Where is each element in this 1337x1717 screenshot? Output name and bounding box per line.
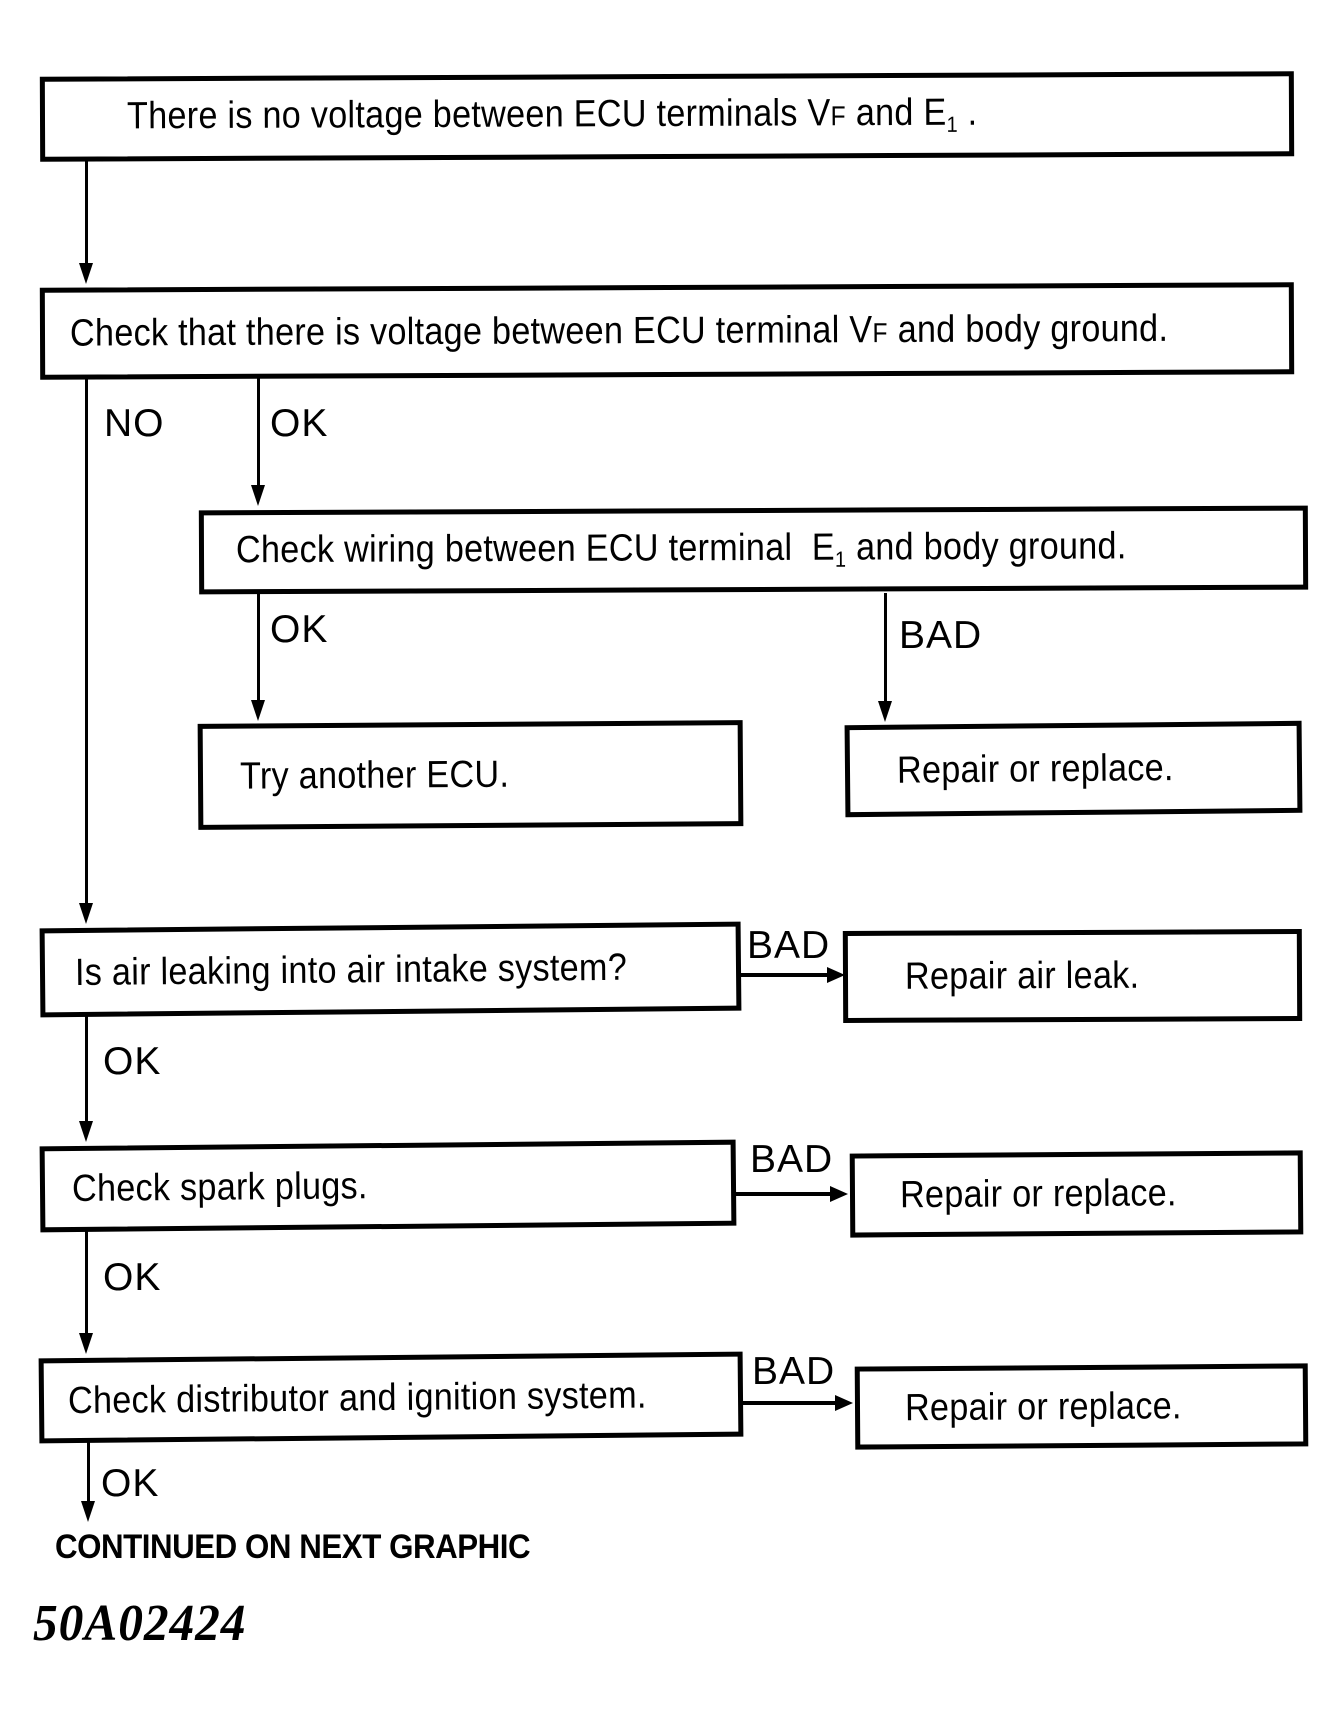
flow-box-repair-or-replace-2-text: Repair or replace. xyxy=(899,1172,1177,1217)
connector-ok-to-continuation xyxy=(87,1440,90,1503)
flow-box-check-voltage-body-ground: Check that there is voltage between ECU … xyxy=(39,282,1295,380)
arrowhead-bad-to-repair-1 xyxy=(878,701,892,722)
connector-ok-to-wiring xyxy=(257,377,260,485)
arrowhead-bad-spark-plugs xyxy=(830,1186,848,1202)
arrowhead-ok-to-continuation xyxy=(81,1501,95,1522)
connector-bad-air-leak xyxy=(741,973,829,977)
arrowhead-ok-to-spark-plugs xyxy=(79,1121,93,1142)
flow-box-repair-air-leak: Repair air leak. xyxy=(842,928,1303,1024)
connector-start-to-check-voltage xyxy=(85,159,88,265)
arrowhead-start-to-check-voltage xyxy=(79,263,93,284)
branch-label-ok-distributor: OK xyxy=(101,1462,160,1505)
connector-ok-to-try-ecu xyxy=(257,593,260,700)
arrowhead-ok-to-distributor xyxy=(79,1333,93,1354)
flow-box-check-distributor-text: Check distributor and ignition system. xyxy=(67,1374,647,1422)
branch-label-no: NO xyxy=(104,402,165,445)
flow-box-air-leak-question: Is air leaking into air intake system? xyxy=(39,921,742,1018)
connector-bad-distributor xyxy=(743,1401,837,1405)
flow-box-repair-or-replace-3: Repair or replace. xyxy=(854,1363,1309,1450)
branch-label-ok-air-leak: OK xyxy=(103,1040,162,1083)
flow-box-air-leak-question-text: Is air leaking into air intake system? xyxy=(74,946,628,994)
continued-note: CONTINUED ON NEXT GRAPHIC xyxy=(55,1528,531,1566)
connector-ok-to-spark-plugs xyxy=(85,1014,88,1121)
flow-box-check-wiring-e1: Check wiring between ECU terminal E1 and… xyxy=(198,505,1309,595)
arrowhead-no-to-air-leak xyxy=(79,903,93,924)
branch-label-bad-to-repair-1: BAD xyxy=(899,614,983,657)
flow-box-repair-or-replace-2: Repair or replace. xyxy=(849,1150,1304,1238)
flow-box-no-voltage: There is no voltage between ECU terminal… xyxy=(39,71,1295,162)
connector-bad-spark-plugs xyxy=(736,1192,832,1196)
connector-no-branch xyxy=(85,377,88,905)
arrowhead-bad-air-leak xyxy=(827,967,845,983)
branch-label-bad-air-leak: BAD xyxy=(747,924,831,967)
connector-ok-to-distributor xyxy=(85,1229,88,1333)
branch-label-ok-spark-plugs: OK xyxy=(103,1256,162,1299)
flow-box-try-another-ecu-text: Try another ECU. xyxy=(239,753,510,798)
flow-box-check-distributor: Check distributor and ignition system. xyxy=(38,1351,744,1444)
flow-box-check-wiring-text: Check wiring between ECU terminal E1 and… xyxy=(235,525,1127,572)
connector-bad-to-repair-1 xyxy=(884,593,887,703)
arrowhead-ok-to-try-ecu xyxy=(251,700,265,721)
flow-box-repair-or-replace-1: Repair or replace. xyxy=(844,720,1303,818)
branch-label-bad-distributor: BAD xyxy=(752,1350,836,1393)
flow-box-check-spark-plugs: Check spark plugs. xyxy=(39,1139,737,1233)
flow-box-try-another-ecu: Try another ECU. xyxy=(197,720,744,830)
flow-box-no-voltage-text: There is no voltage between ECU terminal… xyxy=(126,92,978,138)
branch-label-bad-spark-plugs: BAD xyxy=(750,1138,834,1181)
arrowhead-bad-distributor xyxy=(835,1395,853,1411)
flow-box-check-spark-plugs-text: Check spark plugs. xyxy=(71,1165,368,1211)
flow-box-check-voltage-text: Check that there is voltage between ECU … xyxy=(69,307,1169,355)
flow-box-repair-or-replace-3-text: Repair or replace. xyxy=(904,1384,1182,1429)
flow-box-repair-or-replace-1-text: Repair or replace. xyxy=(896,747,1174,792)
figure-id: 50A02424 xyxy=(33,1595,247,1652)
branch-label-ok-to-wiring: OK xyxy=(270,402,329,445)
arrowhead-ok-to-wiring xyxy=(251,485,265,506)
flow-box-repair-air-leak-text: Repair air leak. xyxy=(904,954,1140,998)
branch-label-ok-to-try-ecu: OK xyxy=(270,608,329,651)
